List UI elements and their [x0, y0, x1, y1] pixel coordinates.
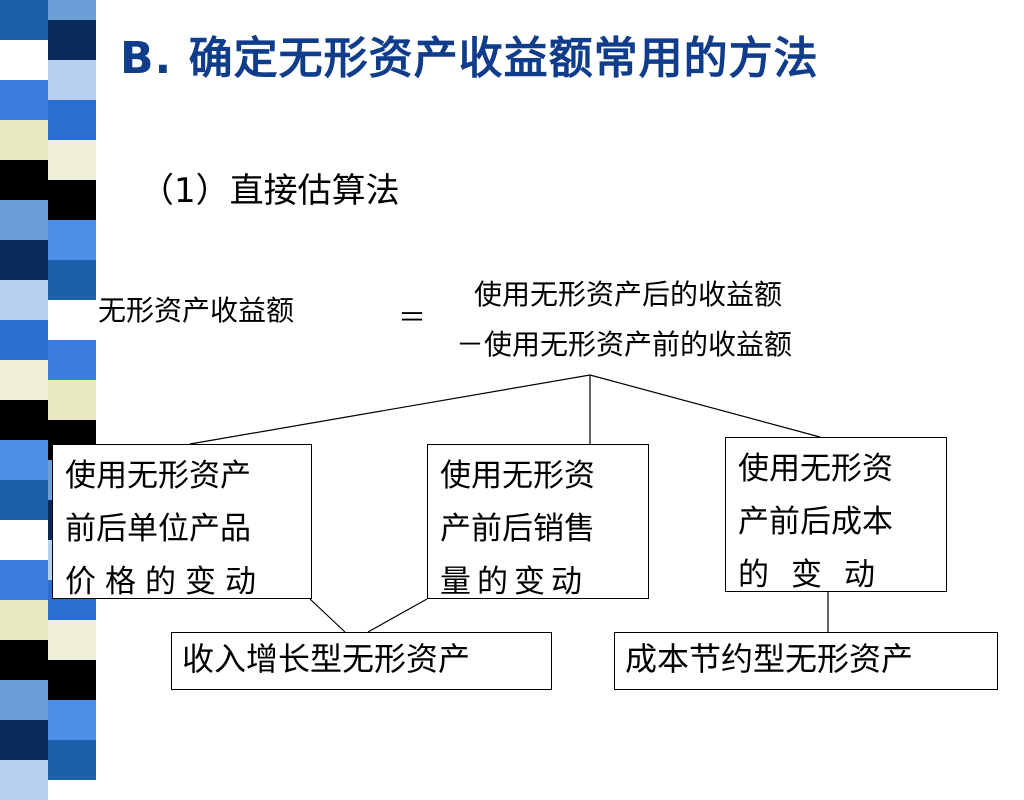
stripe-cell [0, 360, 48, 400]
stripe-cell [0, 520, 48, 560]
stripe-cell [0, 320, 48, 360]
stripe-cell [0, 760, 48, 800]
stripe-cell [48, 140, 96, 180]
stripe-cell [0, 720, 48, 760]
stripe-cell [0, 240, 48, 280]
box2-line1: 使用无形资 [440, 458, 595, 494]
factor-box-unit-price: 使用无形资产 前后单位产品 价格的变动 [52, 444, 312, 600]
stripe-cell [48, 300, 96, 340]
decorative-stripe [0, 0, 96, 800]
connector-top-to-box3 [589, 374, 821, 438]
stripe-cell [0, 560, 48, 600]
stripe-cell [0, 120, 48, 160]
connector-box2-to-revenue [367, 598, 428, 633]
formula-right-line2: －使用无形资产前的收益额 [456, 328, 793, 361]
box3-line2: 产前后成本 [738, 504, 893, 540]
formula-right-line1: 使用无形资产后的收益额 [474, 278, 783, 311]
stripe-cell [48, 20, 96, 60]
stripe-cell [48, 0, 96, 20]
box1-line2: 前后单位产品 [65, 511, 251, 547]
formula-equals-sign: ＝ [398, 301, 427, 334]
stripe-cell [48, 260, 96, 300]
stripe-cell [0, 680, 48, 720]
stripe-cell [48, 380, 96, 420]
formula-left: 无形资产收益额 [98, 294, 295, 327]
box3-line3: 的变动 [738, 557, 897, 593]
stripe-cell [48, 700, 96, 740]
stripe-cell [48, 340, 96, 380]
slide-title: B. 确定无形资产收益额常用的方法 [120, 33, 819, 84]
stripe-cell [0, 40, 48, 80]
connector-top-to-box1 [189, 374, 591, 445]
stripe-cell [0, 400, 48, 440]
stripe-cell [0, 0, 48, 40]
stripe-cell [0, 600, 48, 640]
stripe-cell [48, 740, 96, 780]
box3-line1: 使用无形资 [738, 451, 893, 487]
stripe-cell [0, 440, 48, 480]
box2-line2: 产前后销售 [440, 511, 595, 547]
stripe-cell [0, 160, 48, 200]
stripe-cell [48, 220, 96, 260]
stripe-cell [48, 100, 96, 140]
result-box-revenue-growth: 收入增长型无形资产 [171, 632, 552, 690]
box1-line1: 使用无形资产 [65, 458, 251, 494]
stripe-cell [0, 640, 48, 680]
stripe-cell [48, 60, 96, 100]
stripe-cell [0, 80, 48, 120]
stripe-cell [0, 280, 48, 320]
connector-box1-to-revenue [309, 598, 346, 633]
box2-line3: 量的变动 [440, 564, 588, 600]
result-box-cost-saving: 成本节约型无形资产 [614, 632, 998, 690]
box1-line3: 价格的变动 [65, 564, 265, 600]
stripe-cell [0, 480, 48, 520]
factor-box-sales-volume: 使用无形资 产前后销售 量的变动 [427, 444, 649, 600]
stripe-cell [0, 200, 48, 240]
stripe-cell [48, 180, 96, 220]
slide-subtitle: （1）直接估算法 [140, 171, 400, 211]
stripe-cell [48, 620, 96, 660]
stripe-cell [48, 660, 96, 700]
factor-box-cost: 使用无形资 产前后成本 的变动 [725, 437, 947, 593]
